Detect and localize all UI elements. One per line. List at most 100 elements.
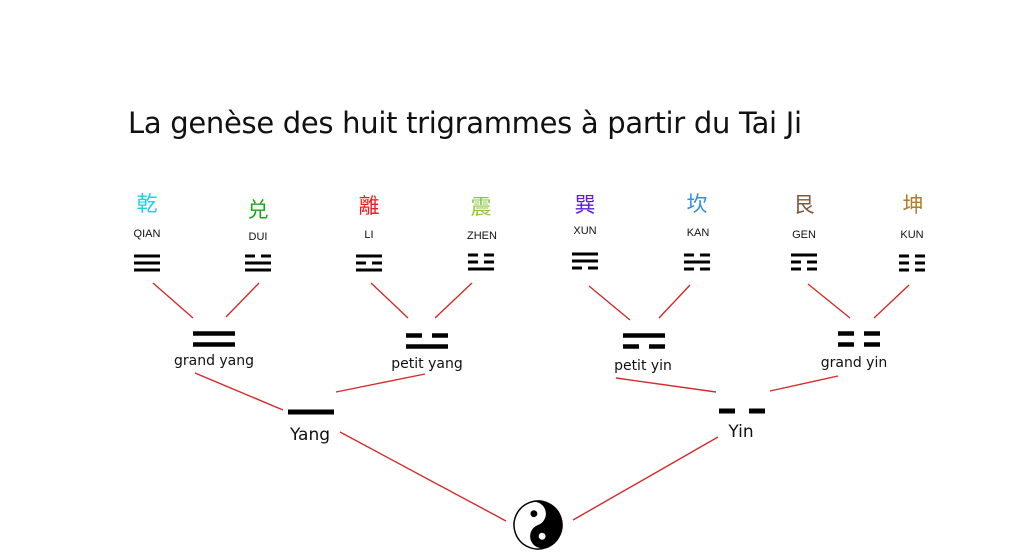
connector-line xyxy=(658,284,691,319)
trigram-gen-symbol-broken-line xyxy=(791,267,801,271)
trigram-gen-label: GEN xyxy=(792,229,816,241)
bigram-grand-yang-symbol-line xyxy=(193,342,235,347)
trigram-kun-symbol-broken-line xyxy=(915,268,925,272)
trigram-li-symbol xyxy=(356,254,382,272)
connector-line xyxy=(370,282,409,319)
trigram-li-symbol-line xyxy=(356,254,382,258)
bigram-petit-yin-symbol-broken-line xyxy=(623,344,639,349)
monogram-yang-symbol xyxy=(288,409,334,415)
trigram-kan-symbol-line xyxy=(684,260,710,264)
trigram-kan-label: KAN xyxy=(686,227,710,239)
trigram-kun-symbol-broken-line xyxy=(899,261,909,265)
trigram-li-symbol-line xyxy=(356,268,382,272)
bigram-petit-yin-symbol xyxy=(623,333,665,349)
connector-line xyxy=(339,431,507,522)
trigram-dui-character: 兑 xyxy=(247,198,269,222)
bigram-petit-yang-symbol xyxy=(406,333,448,349)
trigram-dui-symbol xyxy=(245,254,271,272)
trigram-gen-symbol-line xyxy=(791,253,817,257)
trigram-gen-symbol-broken-line xyxy=(807,260,817,264)
trigram-li-character: 離 xyxy=(358,194,380,218)
trigram-qian-symbol-line xyxy=(134,254,160,258)
trigram-zhen-symbol xyxy=(468,253,494,271)
monogram-yin-symbol-broken-line xyxy=(719,408,735,414)
trigram-kan-character: 坎 xyxy=(686,192,708,216)
bigram-grand-yin-symbol-broken-line xyxy=(864,331,880,336)
trigram-gen-symbol-broken-line xyxy=(791,260,801,264)
trigram-kun-label: KUN xyxy=(900,229,924,241)
trigram-xun-symbol-line xyxy=(572,259,598,263)
bigram-grand-yin-symbol xyxy=(838,331,880,347)
connector-line xyxy=(434,282,473,319)
trigram-qian-symbol-line xyxy=(134,261,160,265)
connector-line xyxy=(572,436,719,521)
trigram-kan-symbol-broken-line xyxy=(684,253,694,257)
monogram-yang-symbol-line xyxy=(288,409,334,415)
trigram-zhen-symbol-broken-line xyxy=(484,260,494,264)
taiji-dark-dot xyxy=(530,510,538,518)
taiji-dark-half xyxy=(529,501,562,549)
trigram-kan-symbol-broken-line xyxy=(700,267,710,271)
bigram-grand-yang-symbol xyxy=(193,331,235,347)
bigram-petit-yin-symbol-broken-line xyxy=(649,344,665,349)
bigram-grand-yin-symbol-broken-line xyxy=(838,331,854,336)
trigram-kan-symbol xyxy=(684,253,710,271)
trigram-xun-symbol xyxy=(572,252,598,270)
trigram-zhen-symbol-broken-line xyxy=(468,253,478,257)
monogram-yin-symbol-broken-line xyxy=(749,408,765,414)
bigram-petit-yang-label: petit yang xyxy=(391,356,463,372)
connector-line xyxy=(225,282,260,318)
trigram-kan-symbol-broken-line xyxy=(700,253,710,257)
monogram-yin-symbol xyxy=(719,408,765,414)
trigram-gen-symbol-broken-line xyxy=(807,267,817,271)
yin-yang-icon xyxy=(513,500,563,550)
trigram-xun-symbol-broken-line xyxy=(588,266,598,270)
trigram-li-symbol-broken-line xyxy=(356,261,366,265)
trigram-zhen-character: 震 xyxy=(470,195,492,219)
monogram-yang-label: Yang xyxy=(289,425,331,445)
trigram-gen-character: 艮 xyxy=(793,193,815,217)
connector-line xyxy=(194,372,284,411)
bigram-grand-yin-label: grand yin xyxy=(820,355,888,371)
trigram-kun-character: 坤 xyxy=(902,193,924,217)
trigram-kun-symbol-broken-line xyxy=(899,268,909,272)
taiji-light-dot xyxy=(538,532,546,540)
trigram-kan-symbol-broken-line xyxy=(684,267,694,271)
trigram-gen-symbol xyxy=(791,253,817,271)
trigram-kun-symbol-broken-line xyxy=(899,254,909,258)
trigram-xun-symbol-line xyxy=(572,252,598,256)
trigram-dui-symbol-line xyxy=(245,268,271,272)
connector-line xyxy=(152,282,194,319)
trigram-li-symbol-broken-line xyxy=(372,261,382,265)
bigram-petit-yang-symbol-line xyxy=(406,344,448,349)
connector-line xyxy=(769,375,839,392)
trigram-qian-label: QIAN xyxy=(133,228,161,240)
trigram-qian-symbol xyxy=(134,254,160,272)
bigram-grand-yang-symbol-line xyxy=(193,331,235,336)
bigram-grand-yang-label: grand yang xyxy=(173,353,255,369)
connector-line xyxy=(873,284,910,319)
trigram-dui-symbol-line xyxy=(245,261,271,265)
trigram-zhen-symbol-broken-line xyxy=(484,253,494,257)
trigram-dui-symbol-broken-line xyxy=(261,254,271,258)
trigram-zhen-label: ZHEN xyxy=(467,230,497,242)
bigram-petit-yin-symbol-line xyxy=(623,333,665,338)
bigram-petit-yin-label: petit yin xyxy=(614,358,672,374)
diagram-title: La genèse des huit trigrammes à partir d… xyxy=(128,106,802,140)
trigram-kun-symbol xyxy=(899,254,925,272)
bigram-grand-yin-symbol-broken-line xyxy=(864,342,880,347)
trigram-dui-label: DUI xyxy=(248,231,268,243)
trigram-qian-symbol-line xyxy=(134,268,160,272)
bigram-petit-yang-symbol-broken-line xyxy=(432,333,448,338)
trigram-xun-label: XUN xyxy=(573,225,597,237)
trigram-zhen-symbol-line xyxy=(468,267,494,271)
trigram-xun-symbol-broken-line xyxy=(572,266,582,270)
connector-line xyxy=(335,373,426,393)
trigram-zhen-symbol-broken-line xyxy=(468,260,478,264)
trigram-kun-symbol-broken-line xyxy=(915,261,925,265)
bigram-petit-yang-symbol-broken-line xyxy=(406,333,422,338)
trigram-qian-character: 乾 xyxy=(136,192,158,216)
